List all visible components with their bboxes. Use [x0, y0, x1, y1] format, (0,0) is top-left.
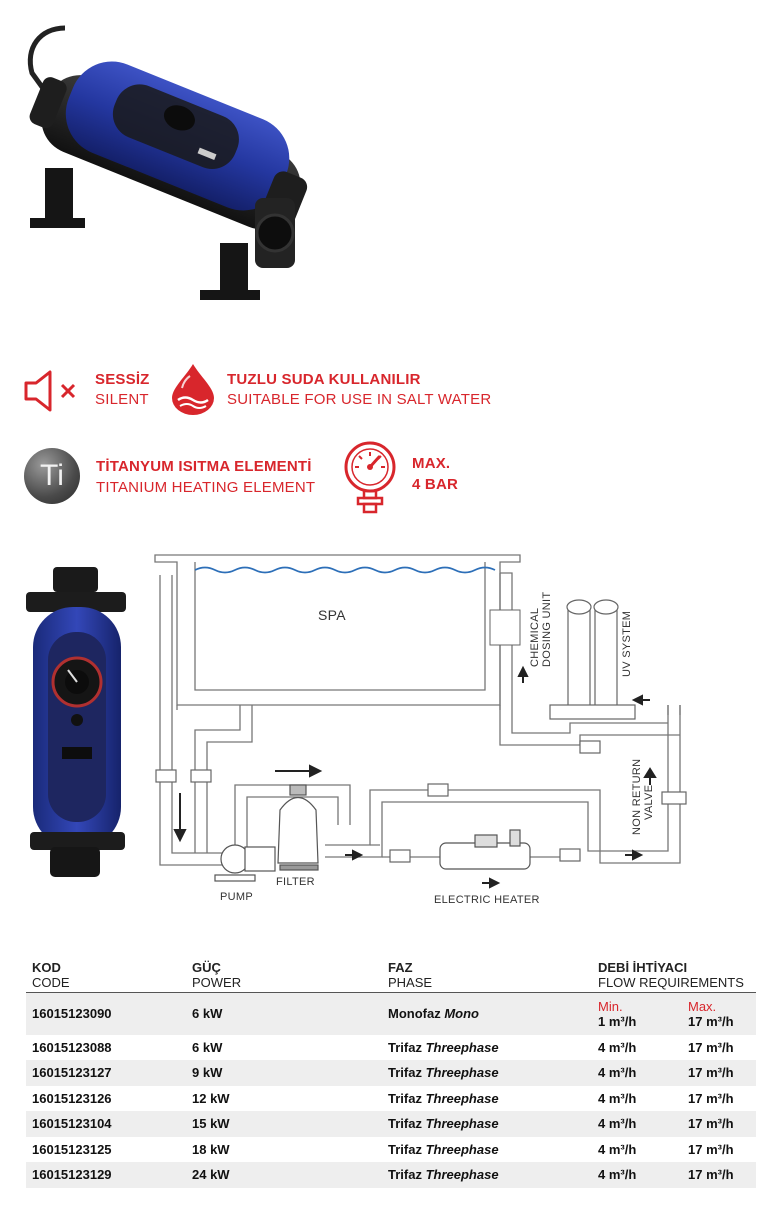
- salt-water-drop-icon: [172, 364, 214, 415]
- cell-min: 4 m³/h: [598, 1116, 637, 1132]
- cell-power: 6 kW: [192, 1006, 223, 1022]
- table-row: 16015123088 6 kW Trifaz Threephase 4 m³/…: [26, 1035, 756, 1061]
- feature-pressure-subtitle: 4 BAR: [412, 476, 459, 493]
- cell-min: 4 m³/h: [598, 1039, 637, 1055]
- diagram-label-uv: UV SYSTEM: [621, 611, 633, 677]
- cell-max: 17 m³/h: [688, 1065, 734, 1081]
- diagram-label-heater: ELECTRIC HEATER: [434, 894, 540, 906]
- cell-min: 4 m³/h: [598, 1090, 637, 1106]
- cell-min: Min.1 m³/h: [598, 998, 637, 1029]
- cell-power: 18 kW: [192, 1141, 230, 1157]
- cell-phase: Trifaz Threephase: [388, 1090, 499, 1106]
- product-image-heater-vertical: [26, 567, 126, 877]
- table-row: 16015123129 24 kW Trifaz Threephase 4 m³…: [26, 1162, 756, 1188]
- cell-max: 17 m³/h: [688, 1116, 734, 1132]
- cell-code: 16015123104: [32, 1116, 112, 1132]
- feature-salt-water-subtitle: SUITABLE FOR USE IN SALT WATER: [227, 391, 492, 408]
- cell-power: 24 kW: [192, 1167, 230, 1183]
- cell-code: 16015123126: [32, 1090, 112, 1106]
- cell-power: 12 kW: [192, 1090, 230, 1106]
- cell-max: 17 m³/h: [688, 1167, 734, 1183]
- diagram-label-pump: PUMP: [220, 891, 253, 903]
- cell-min: 4 m³/h: [598, 1167, 637, 1183]
- product-image-heater: [27, 25, 308, 300]
- cell-power: 15 kW: [192, 1116, 230, 1132]
- diagram-label-spa: SPA: [318, 607, 346, 623]
- diagram-label-filter: FILTER: [276, 876, 315, 888]
- feature-silent-subtitle: SILENT: [95, 391, 149, 408]
- table-row: 16015123127 9 kW Trifaz Threephase 4 m³/…: [26, 1060, 756, 1086]
- feature-pressure-title: MAX.: [412, 455, 451, 472]
- cell-min: 4 m³/h: [598, 1141, 637, 1157]
- feature-titanium-title: TİTANYUM ISITMA ELEMENTİ: [96, 458, 312, 475]
- cell-code: 16015123127: [32, 1065, 112, 1081]
- table-row: 16015123125 18 kW Trifaz Threephase 4 m³…: [26, 1137, 756, 1163]
- feature-salt-water-title: TUZLU SUDA KULLANILIR: [227, 371, 421, 388]
- cell-phase: Trifaz Threephase: [388, 1167, 499, 1183]
- cell-max: Max.17 m³/h: [688, 998, 734, 1029]
- cell-max: 17 m³/h: [688, 1141, 734, 1157]
- table-row: 16015123090 6 kW Monofaz Mono Min.1 m³/h…: [26, 992, 756, 1035]
- cell-phase: Monofaz Mono: [388, 1006, 479, 1022]
- feature-silent-title: SESSİZ: [95, 371, 150, 388]
- cell-max: 17 m³/h: [688, 1039, 734, 1055]
- cell-max: 17 m³/h: [688, 1090, 734, 1106]
- cell-phase: Trifaz Threephase: [388, 1141, 499, 1157]
- diagram-label-non-return-2: VALVE: [643, 785, 655, 820]
- cell-code: 16015123129: [32, 1167, 112, 1183]
- diagram-label-non-return-1: NON RETURN: [631, 759, 643, 835]
- cell-power: 6 kW: [192, 1039, 223, 1055]
- cell-power: 9 kW: [192, 1065, 223, 1081]
- cell-phase: Trifaz Threephase: [388, 1065, 499, 1081]
- cell-min: 4 m³/h: [598, 1065, 637, 1081]
- installation-diagram: SPA CHEMICAL DOSING UNIT UV SYSTEM NON R…: [154, 554, 687, 906]
- diagram-label-chemical-1: CHEMICAL: [529, 608, 541, 667]
- cell-phase: Trifaz Threephase: [388, 1116, 499, 1132]
- cell-code: 16015123125: [32, 1141, 112, 1157]
- titanium-badge-icon: Ti: [24, 448, 80, 504]
- cell-code: 16015123090: [32, 1006, 112, 1022]
- feature-titanium-subtitle: TITANIUM HEATING ELEMENT: [96, 479, 316, 496]
- table-row: 16015123126 12 kW Trifaz Threephase 4 m³…: [26, 1086, 756, 1112]
- table-row: 16015123104 15 kW Trifaz Threephase 4 m³…: [26, 1111, 756, 1137]
- cell-code: 16015123088: [32, 1039, 112, 1055]
- mute-speaker-icon: [24, 370, 76, 412]
- cell-phase: Trifaz Threephase: [388, 1039, 499, 1055]
- diagram-label-chemical-2: DOSING UNIT: [541, 592, 553, 667]
- pressure-gauge-icon: [344, 441, 396, 514]
- titanium-badge-text: Ti: [40, 459, 64, 492]
